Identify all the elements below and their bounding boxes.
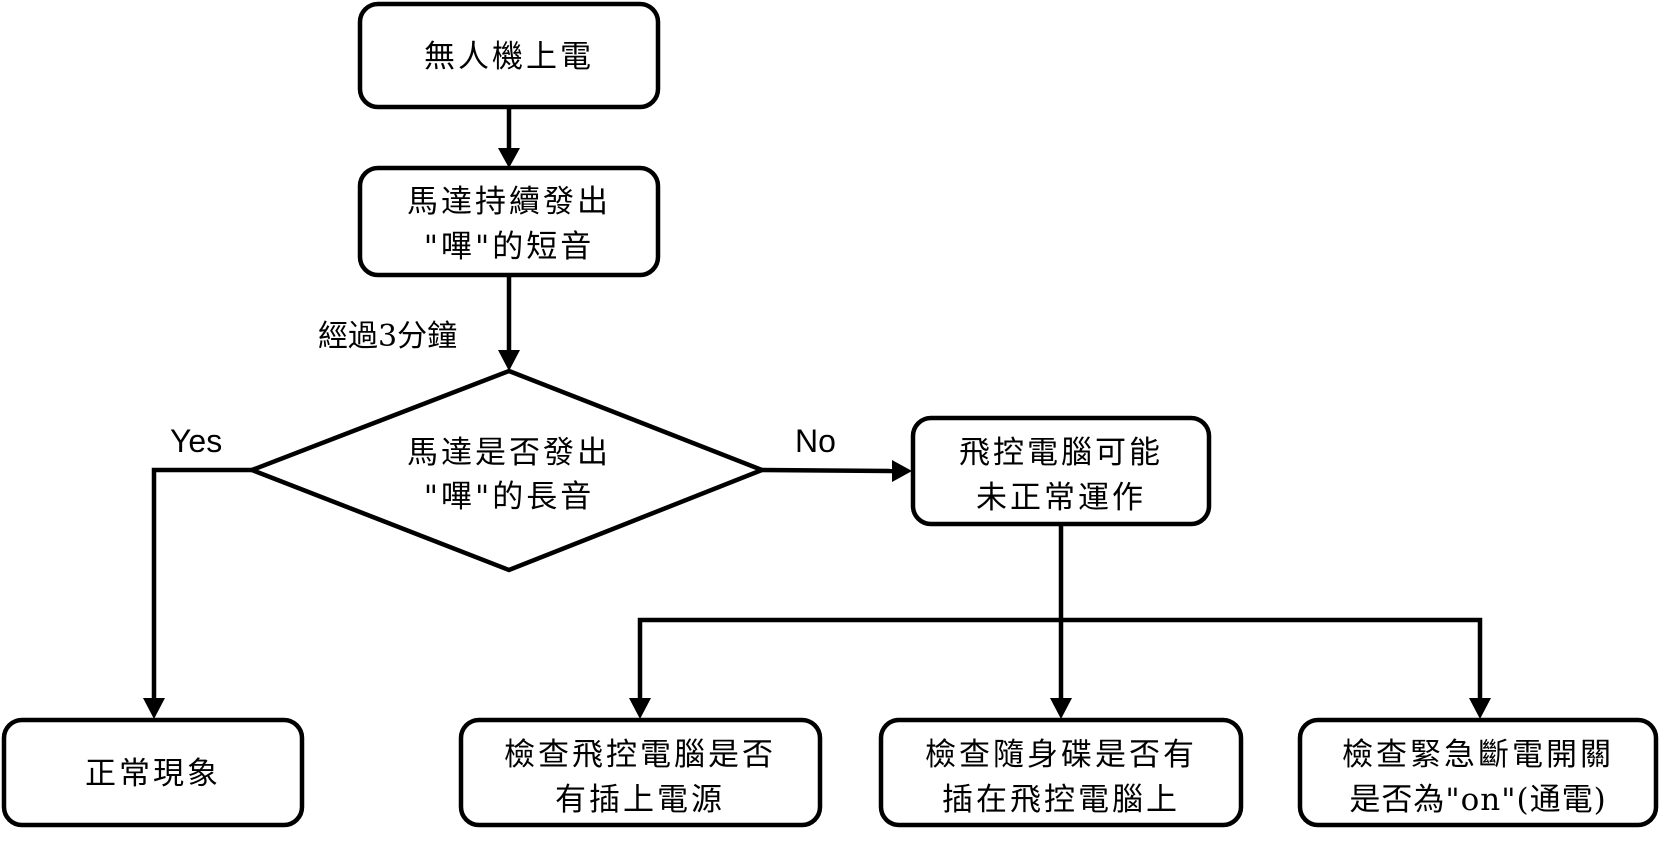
node-text: 未正常運作 [976, 480, 1146, 516]
node-short-beep: 馬達持續發出 "嗶"的短音 [357, 165, 661, 278]
node-text: 無人機上電 [424, 39, 594, 75]
node-text: 檢查隨身碟是否有 [925, 737, 1197, 773]
node-text: 插在飛控電腦上 [942, 782, 1180, 818]
yes-label: Yes [170, 423, 222, 459]
branch-line [637, 617, 1483, 700]
arrowhead [498, 148, 520, 168]
arrow-yes [151, 467, 252, 700]
node-check-power: 檢查飛控電腦是否 有插上電源 [458, 717, 823, 828]
connectors [143, 108, 1491, 719]
node-text: 正常現象 [85, 756, 221, 792]
arrowhead [1469, 698, 1491, 719]
node-check-switch: 檢查緊急斷電開關 是否為"on"(通電) [1297, 717, 1659, 828]
decision-long-beep: 馬達是否發出 "嗶"的長音 [245, 368, 769, 573]
arrowhead [498, 350, 520, 371]
node-text: "嗶"的長音 [424, 479, 595, 515]
node-text: 馬達持續發出 [407, 184, 611, 220]
node-text: "嗶"的短音 [424, 229, 595, 265]
wait-label: 經過3分鐘 [318, 319, 457, 354]
node-text: 有插上電源 [555, 782, 725, 818]
node-power-on: 無人機上電 [357, 1, 661, 110]
arrowhead [892, 460, 912, 482]
no-label: No [795, 423, 836, 459]
arrowhead [143, 698, 165, 719]
node-normal: 正常現象 [1, 717, 305, 828]
node-text: 飛控電腦可能 [959, 435, 1163, 471]
node-text: 是否為"on"(通電) [1349, 782, 1606, 818]
node-text: 檢查飛控電腦是否 [504, 737, 776, 773]
arrowhead [1050, 698, 1072, 719]
node-check-usb: 檢查隨身碟是否有 插在飛控電腦上 [878, 717, 1244, 828]
node-fc-fault: 飛控電腦可能 未正常運作 [910, 415, 1212, 527]
arrowhead [629, 698, 651, 719]
arrow-no [761, 467, 894, 474]
node-text: 檢查緊急斷電開關 [1342, 737, 1614, 773]
node-text: 馬達是否發出 [407, 435, 611, 471]
